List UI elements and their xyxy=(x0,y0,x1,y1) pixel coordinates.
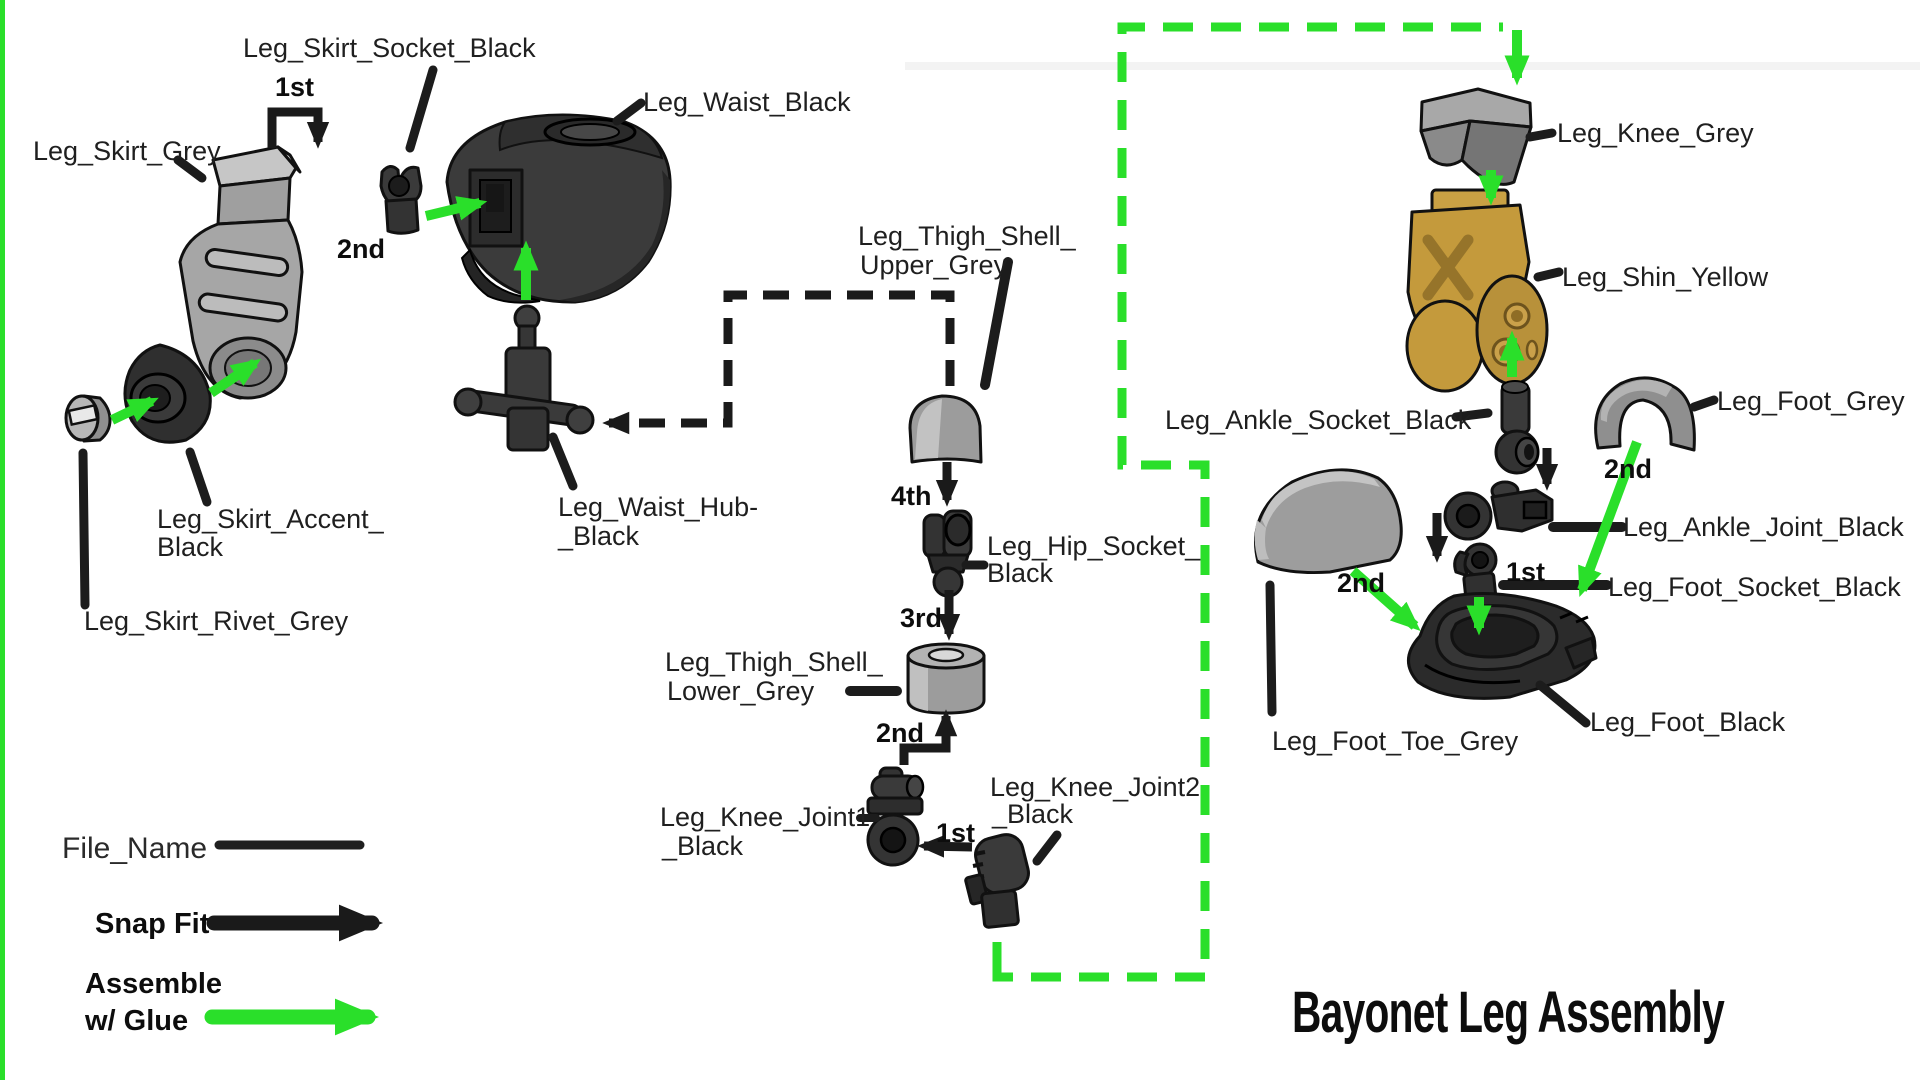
part-leg-knee-joint1-black xyxy=(866,766,925,867)
label-thigh-upper-1: Leg_Thigh_Shell_ xyxy=(858,221,1077,251)
label-waist-hub-2: _Black xyxy=(557,521,640,551)
part-leg-thigh-shell-lower-grey xyxy=(906,642,986,715)
glue-arrow-accent xyxy=(208,358,262,398)
leader-thigh-upper xyxy=(980,257,1013,390)
label-waist: Leg_Waist_Black xyxy=(643,87,851,117)
step-thigh-1st: 1st xyxy=(936,818,975,848)
label-thigh-upper-2: Upper_Grey xyxy=(860,250,1008,280)
step-toe-2nd: 2nd xyxy=(1337,568,1385,598)
snap-arrow-1st-knee xyxy=(917,835,973,858)
step-foot-1st: 1st xyxy=(1506,557,1545,587)
legend-file-name-label: File_Name xyxy=(62,832,207,865)
legend-glue-label-2: w/ Glue xyxy=(84,1005,188,1037)
part-leg-thigh-shell-upper-grey xyxy=(908,394,983,464)
leader-waist xyxy=(612,98,646,126)
label-ankle-socket: Leg_Ankle_Socket_Black xyxy=(1165,405,1472,435)
leader-waist-hub xyxy=(548,432,578,491)
step-thigh-2nd: 2nd xyxy=(876,718,924,748)
leader-knee-joint2 xyxy=(1032,830,1062,866)
part-leg-knee-grey xyxy=(1419,87,1533,186)
legend: File_Name Snap Fit Assemble w/ Glue xyxy=(62,832,383,1037)
part-leg-skirt-rivet-grey xyxy=(64,394,112,443)
leader-knee xyxy=(1525,128,1557,142)
page-edge-line xyxy=(0,0,5,1080)
label-skirt-accent-2: Black xyxy=(157,532,224,562)
label-shin: Leg_Shin_Yellow xyxy=(1562,262,1769,292)
part-leg-knee-joint2-black xyxy=(964,833,1030,929)
label-thigh-lower-1: Leg_Thigh_Shell_ xyxy=(665,647,884,677)
label-knee-joint1-1: Leg_Knee_Joint1 xyxy=(660,802,870,832)
leader-skirt-socket xyxy=(405,65,438,153)
leader-ankle-socket xyxy=(1451,408,1493,422)
label-foot-toe: Leg_Foot_Toe_Grey xyxy=(1272,726,1519,756)
snap-arrow-skirt-1st xyxy=(267,107,330,149)
part-leg-waist-hub-black xyxy=(453,304,595,452)
part-leg-shin-yellow xyxy=(1405,188,1549,393)
label-knee-joint1-2: _Black xyxy=(661,831,744,861)
label-foot-socket: Leg_Foot_Socket_Black xyxy=(1608,572,1901,602)
label-skirt-socket: Leg_Skirt_Socket_Black xyxy=(243,33,536,63)
step-thigh-3rd: 3rd xyxy=(900,603,942,633)
label-hip-socket-1: Leg_Hip_Socket_ xyxy=(987,531,1201,561)
label-skirt-accent-1: Leg_Skirt_Accent_ xyxy=(157,504,385,534)
part-leg-ankle-socket-black xyxy=(1494,380,1540,475)
glue-arrow-toe xyxy=(1349,567,1421,631)
legend-glue-label-1: Assemble xyxy=(85,968,222,1000)
glue-dashed-path xyxy=(992,22,1503,982)
leader-skirt-rivet xyxy=(78,448,90,610)
label-foot-grey: Leg_Foot_Grey xyxy=(1717,386,1905,416)
leader-skirt-accent xyxy=(185,447,212,507)
leader-foot-grey xyxy=(1689,395,1719,412)
part-leg-foot-grey xyxy=(1594,376,1696,452)
label-knee-joint2-2: _Black xyxy=(991,799,1074,829)
label-hip-socket-2: Black xyxy=(987,558,1054,588)
step-foot-grey-2nd: 2nd xyxy=(1604,454,1652,484)
part-leg-ankle-joint-black xyxy=(1443,480,1554,541)
label-ankle-joint: Leg_Ankle_Joint_Black xyxy=(1623,512,1904,542)
leader-foot xyxy=(1535,680,1591,728)
legend-snap-fit-label: Snap Fit xyxy=(95,908,210,940)
label-knee: Leg_Knee_Grey xyxy=(1557,118,1754,148)
part-leg-hip-socket-black xyxy=(922,509,973,598)
label-knee-joint2-1: Leg_Knee_Joint2 xyxy=(990,772,1200,802)
step-skirt-2nd: 2nd xyxy=(337,234,385,264)
part-leg-skirt-grey xyxy=(178,145,304,400)
background-band xyxy=(905,62,1920,70)
leader-foot-toe xyxy=(1265,580,1277,717)
snap-arrow-2nd-bent xyxy=(899,709,958,765)
label-skirt: Leg_Skirt_Grey xyxy=(33,136,221,166)
part-leg-waist-black xyxy=(445,113,672,304)
leader-skirt xyxy=(173,155,207,183)
label-thigh-lower-2: Lower_Grey xyxy=(667,676,815,706)
step-thigh-4th: 4th xyxy=(891,481,932,511)
snap-fit-dashed-path xyxy=(602,290,955,435)
glue-arrow-socket-waist xyxy=(424,196,488,221)
page-title: Bayonet Leg Assembly xyxy=(1292,980,1725,1045)
glue-arrow-foot-grey xyxy=(1577,440,1642,598)
part-leg-foot-black xyxy=(1407,592,1598,700)
label-waist-hub-1: Leg_Waist_Hub- xyxy=(558,492,758,522)
part-leg-foot-toe-grey xyxy=(1254,468,1403,575)
step-skirt-1st: 1st xyxy=(275,72,314,102)
part-leg-skirt-socket-black xyxy=(379,165,423,235)
label-skirt-rivet: Leg_Skirt_Rivet_Grey xyxy=(84,606,349,636)
glue-arrow-rivet xyxy=(109,396,159,425)
label-foot: Leg_Foot_Black xyxy=(1590,707,1786,737)
leader-shin xyxy=(1533,267,1564,282)
